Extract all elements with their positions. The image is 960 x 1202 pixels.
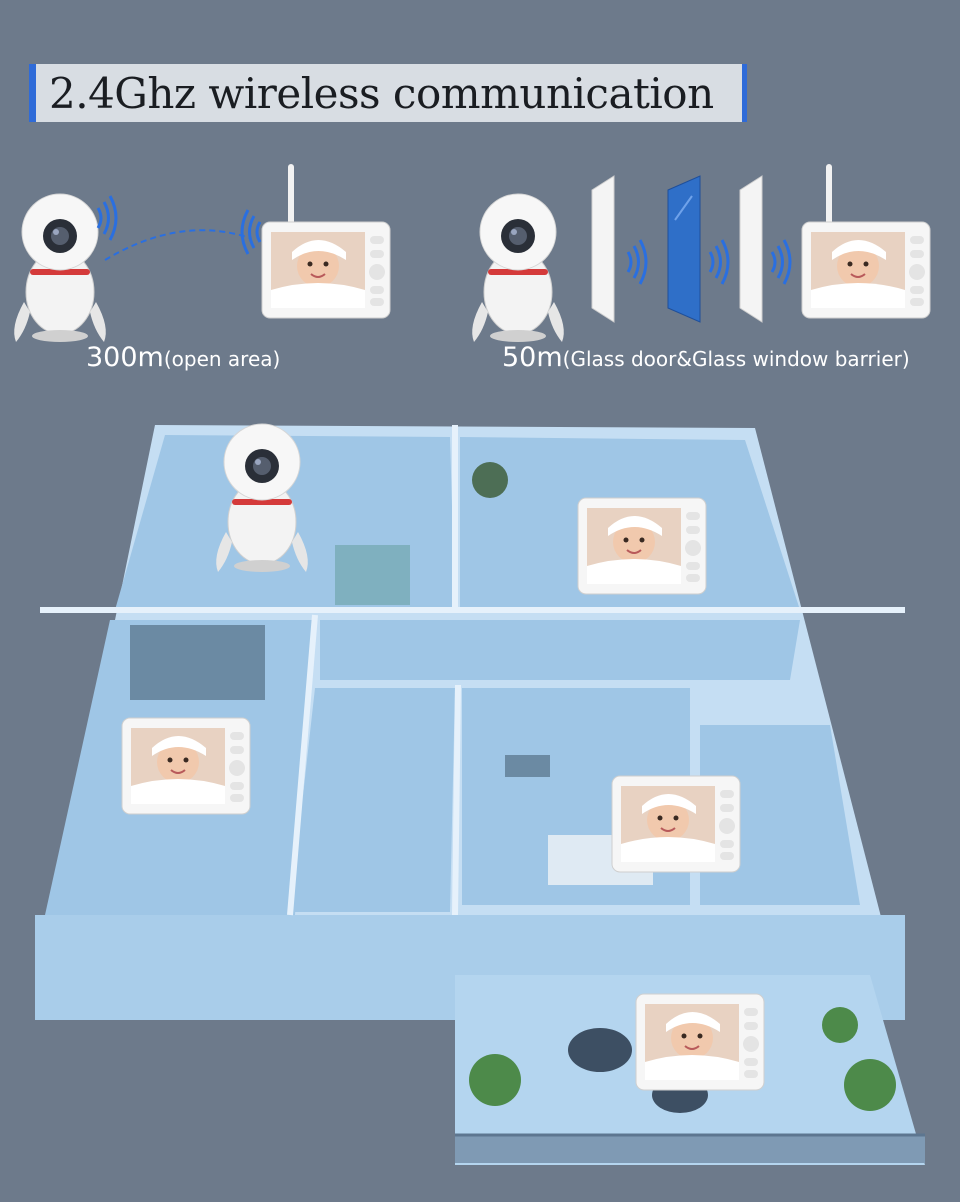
range-condition: (open area) [163,347,281,371]
monitor-antenna [288,164,294,228]
monitor-in-living-room [577,497,707,595]
baby-monitor-icon-2 [801,221,931,319]
signal-path [104,229,251,261]
accent-bar-right [742,64,747,122]
wifi-signal-icon-5 [770,238,792,286]
monitor-in-kitchen [611,775,741,873]
range-distance: 300m [86,342,164,373]
door-icon [591,175,615,323]
range-condition-2: (Glass door&Glass window barrier) [562,347,910,371]
range-caption-barrier: 50m(Glass door&Glass window barrier) [502,342,910,373]
monitor-in-study [121,717,251,815]
baby-camera-icon-2 [471,193,565,343]
glass-window-icon [667,175,701,323]
range-caption-open-area: 300m(open area) [86,342,280,373]
wifi-signal-icon-4 [708,238,730,286]
wifi-signal-icon-2 [240,208,262,256]
title-banner: 2.4Ghz wireless communication [29,64,747,122]
baby-camera-icon [13,193,107,343]
page-title: 2.4Ghz wireless communication [49,69,714,118]
baby-monitor-icon [261,221,391,319]
door-icon-2 [739,175,763,323]
monitor-on-terrace [635,993,765,1091]
monitor-antenna-2 [826,164,832,228]
wifi-signal-icon-3 [626,238,648,286]
accent-bar-left [29,64,36,122]
range-distance-2: 50m [502,342,563,373]
wifi-signal-icon [96,194,118,242]
